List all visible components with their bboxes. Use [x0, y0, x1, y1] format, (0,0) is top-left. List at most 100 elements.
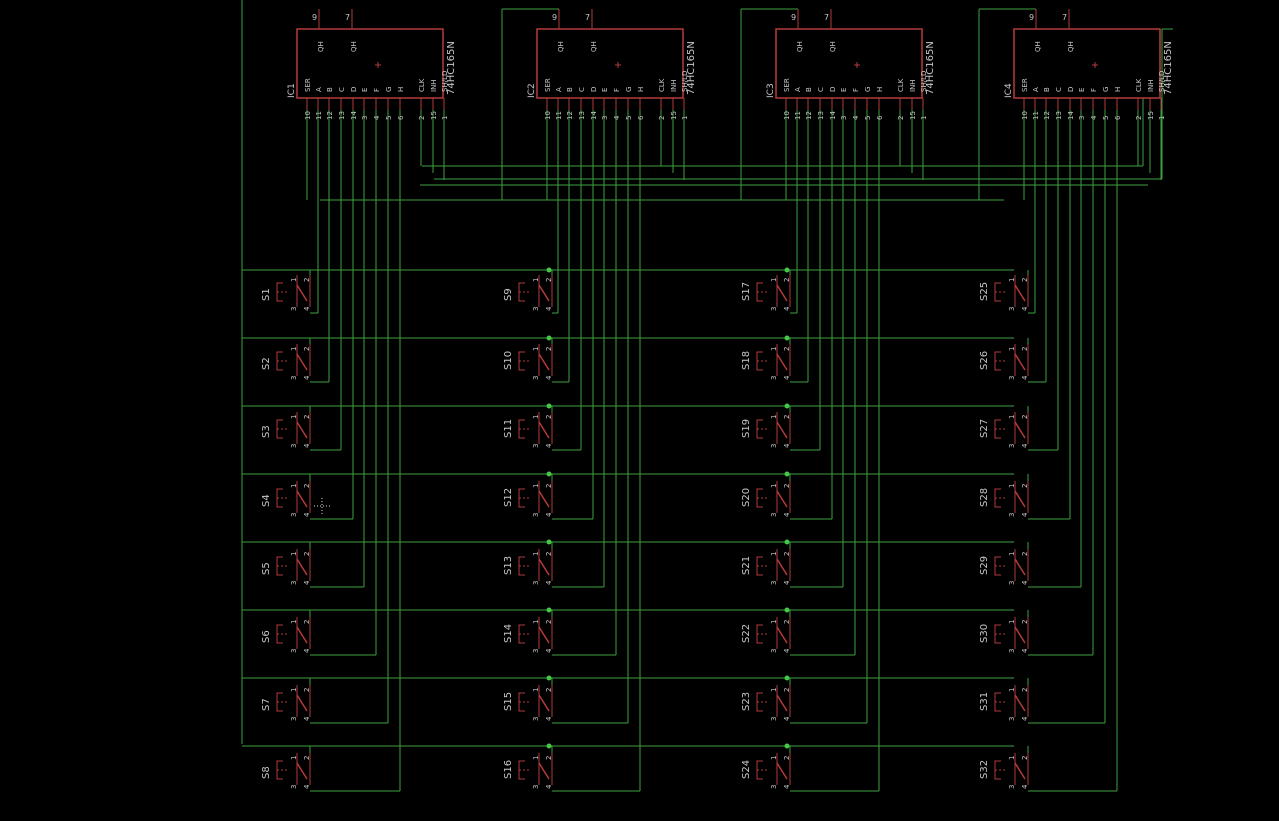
switch-contact — [1014, 353, 1026, 371]
ic-pin-name: F — [373, 88, 381, 92]
switch-pin-number: 1 — [290, 688, 298, 692]
switch-pin-number: 2 — [545, 688, 553, 692]
switch-pin-number: 3 — [532, 307, 540, 311]
switch-pin-number: 4 — [545, 375, 553, 380]
switch-contact — [296, 558, 308, 576]
ic-pin-number: 11 — [1032, 111, 1040, 120]
ic-pin-name: INH — [909, 79, 917, 92]
switch-contact — [538, 558, 550, 576]
switch-contact — [1014, 421, 1026, 439]
ic-top-pin-number: 7 — [585, 13, 590, 22]
switch-pin-number: 1 — [532, 688, 540, 692]
switch-ref-label: S22 — [741, 624, 752, 643]
switch-ref-label: S18 — [741, 351, 752, 370]
ic-pin-number: 13 — [817, 111, 825, 120]
switch-pin-number: 2 — [545, 278, 553, 282]
ic-pin-name: D — [350, 87, 358, 92]
switch-pin-number: 4 — [303, 512, 311, 517]
switch-pin-number: 1 — [770, 552, 778, 556]
ic-pin-number: 13 — [578, 111, 586, 120]
ic-pin-name: D — [829, 87, 837, 92]
ic-pin-number: 15 — [909, 111, 917, 120]
ic-pin-number: 5 — [625, 116, 633, 120]
ic-top-pin-name: QH — [317, 41, 325, 52]
ic-pin-name: F — [613, 88, 621, 92]
ic-pin-number: 12 — [566, 111, 574, 120]
switch-pin-number: 1 — [1008, 347, 1016, 351]
ic-pin-name: C — [338, 87, 346, 92]
ic-chip: 9QH7QHSER10A11B12C13D14E3F4G5H6CLK2INH15… — [1004, 9, 1174, 120]
switch-contact — [296, 284, 308, 302]
switch-pin-number: 3 — [532, 444, 540, 448]
switch-pin-number: 3 — [290, 513, 298, 517]
ic-pin-name: G — [864, 87, 872, 92]
switch-pin-number: 3 — [1008, 376, 1016, 380]
switch-pin-number: 3 — [290, 785, 298, 789]
switch-pin-number: 4 — [783, 784, 791, 789]
ic-pin-name: C — [578, 87, 586, 92]
switch-pin-number: 4 — [303, 648, 311, 653]
ic-pin-number: 1 — [920, 116, 928, 120]
ic-pin-number: 5 — [385, 116, 393, 120]
switch-contact — [776, 421, 788, 439]
switch-pin-number: 2 — [303, 347, 311, 351]
ic-pin-name: B — [805, 87, 813, 92]
ic-ref-label: IC4 — [1004, 83, 1014, 98]
switch-pin-number: 4 — [1021, 716, 1029, 721]
switch-pin-number: 2 — [303, 620, 311, 624]
parts-layer: 9QH7QHSER10A11B12C13D14E3F4G5H6CLK2INH15… — [261, 9, 1174, 789]
ic-pin-name: SER — [1021, 78, 1029, 92]
ic-pin-name: G — [385, 87, 393, 92]
switch-pin-number: 4 — [783, 580, 791, 585]
ic-pin-name: B — [1043, 87, 1051, 92]
switch-pin-number: 3 — [770, 785, 778, 789]
ic-pin-name: G — [1102, 87, 1110, 92]
ic-pin-name: A — [555, 87, 563, 92]
ic-pin-number: 2 — [658, 116, 666, 120]
switch-pin-number: 4 — [783, 375, 791, 380]
switch-pin-number: 2 — [783, 347, 791, 351]
switch-pin-number: 3 — [1008, 717, 1016, 721]
ic-pin-name: D — [590, 87, 598, 92]
switch-pin-number: 2 — [1021, 278, 1029, 282]
switch-pin-number: 3 — [532, 513, 540, 517]
switch-ref-label: S23 — [741, 692, 752, 711]
switch-pin-number: 3 — [532, 649, 540, 653]
switch-pin-number: 3 — [290, 444, 298, 448]
ic-pin-number: 2 — [418, 116, 426, 120]
switch-contact — [296, 694, 308, 712]
switch-ref-label: S28 — [979, 488, 990, 507]
ic-pin-number: 4 — [613, 115, 621, 120]
ic-body — [775, 28, 923, 99]
switch-pin-number: 2 — [1021, 620, 1029, 624]
ic-ref-label: IC2 — [527, 83, 537, 98]
ic-pin-number: 5 — [1102, 116, 1110, 120]
switch-pin-number: 4 — [1021, 306, 1029, 311]
switch-contact — [296, 421, 308, 439]
switch-pin-number: 3 — [770, 649, 778, 653]
ic-top-pin-number: 7 — [1062, 13, 1067, 22]
ic-pin-name: H — [397, 87, 405, 92]
switch-pin-number: 1 — [532, 347, 540, 351]
switch-pin-number: 4 — [303, 306, 311, 311]
ic-top-pin-number: 9 — [791, 13, 796, 22]
junction-dot — [784, 471, 790, 477]
ic-pin-number: 5 — [864, 116, 872, 120]
switch-pin-number: 4 — [545, 648, 553, 653]
ic-pin-name: B — [566, 87, 574, 92]
ic-top-pin-name: QH — [350, 41, 358, 52]
ic-pin-number: 14 — [590, 111, 598, 120]
switch-pin-number: 3 — [770, 581, 778, 585]
switch-pin-number: 1 — [1008, 278, 1016, 282]
switch-pin-number: 3 — [1008, 307, 1016, 311]
ic-pin-name: CLK — [418, 78, 426, 92]
ic-pin-number: 10 — [304, 111, 312, 120]
switch-pin-number: 2 — [1021, 415, 1029, 419]
switch-ref-label: S29 — [979, 556, 990, 575]
ic-pin-number: 6 — [876, 115, 884, 120]
